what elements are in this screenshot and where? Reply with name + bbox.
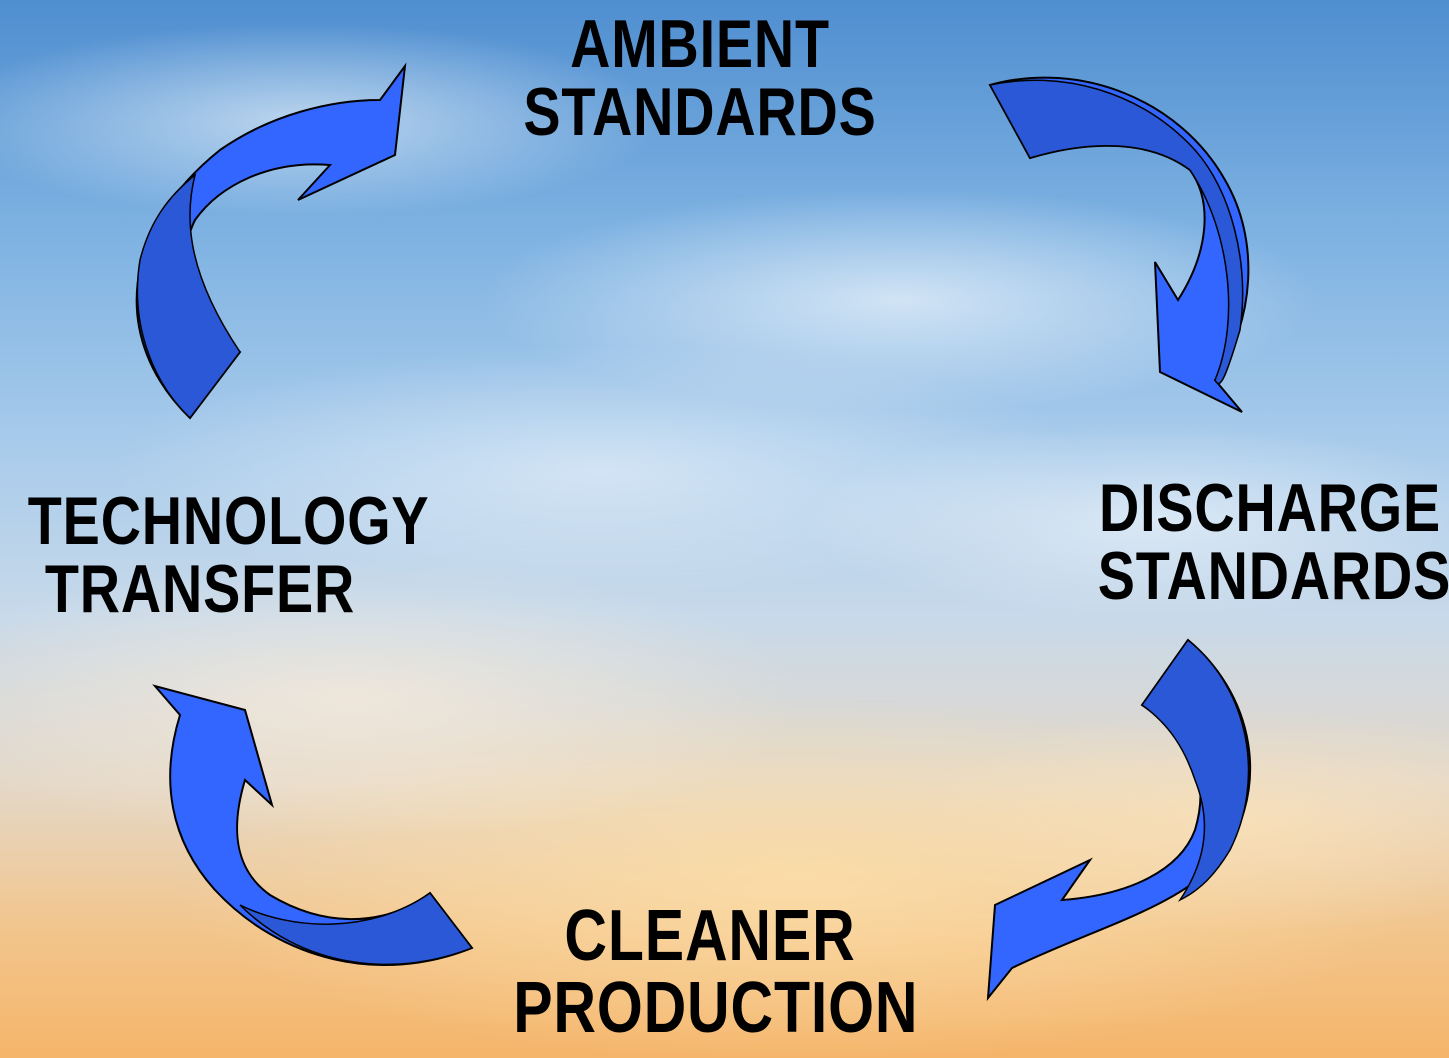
arrow-shade <box>136 173 241 420</box>
arrow-shade <box>1140 638 1250 902</box>
arrow-cleaner-to-technology <box>152 684 474 966</box>
label-technology-transfer: TECHNOLOGY TRANSFER <box>27 483 430 627</box>
label-cleaner-line-2: PRODUCTION <box>513 968 919 1048</box>
label-discharge-line-1: DISCHARGE <box>1099 470 1441 546</box>
arrow-shade <box>239 891 474 966</box>
label-cleaner-line-1: CLEANER <box>564 896 856 976</box>
arrow-body <box>152 684 474 966</box>
label-ambient-line-1: AMBIENT <box>570 6 830 82</box>
arrow-shade <box>988 79 1244 385</box>
label-discharge-standards: DISCHARGE STANDARDS <box>1097 470 1449 614</box>
label-technology-line-2: TRANSFER <box>44 551 356 627</box>
label-technology-line-1: TECHNOLOGY <box>27 483 430 559</box>
label-ambient-standards: AMBIENT STANDARDS <box>520 10 881 146</box>
label-cleaner-production: CLEANER PRODUCTION <box>513 896 919 1048</box>
arrow-technology-to-ambient <box>135 62 407 420</box>
label-ambient-line-2: STANDARDS <box>523 74 877 150</box>
arrow-discharge-to-cleaner <box>986 638 1252 1002</box>
label-discharge-line-2: STANDARDS <box>1097 538 1449 614</box>
arrow-ambient-to-discharge <box>988 76 1250 413</box>
